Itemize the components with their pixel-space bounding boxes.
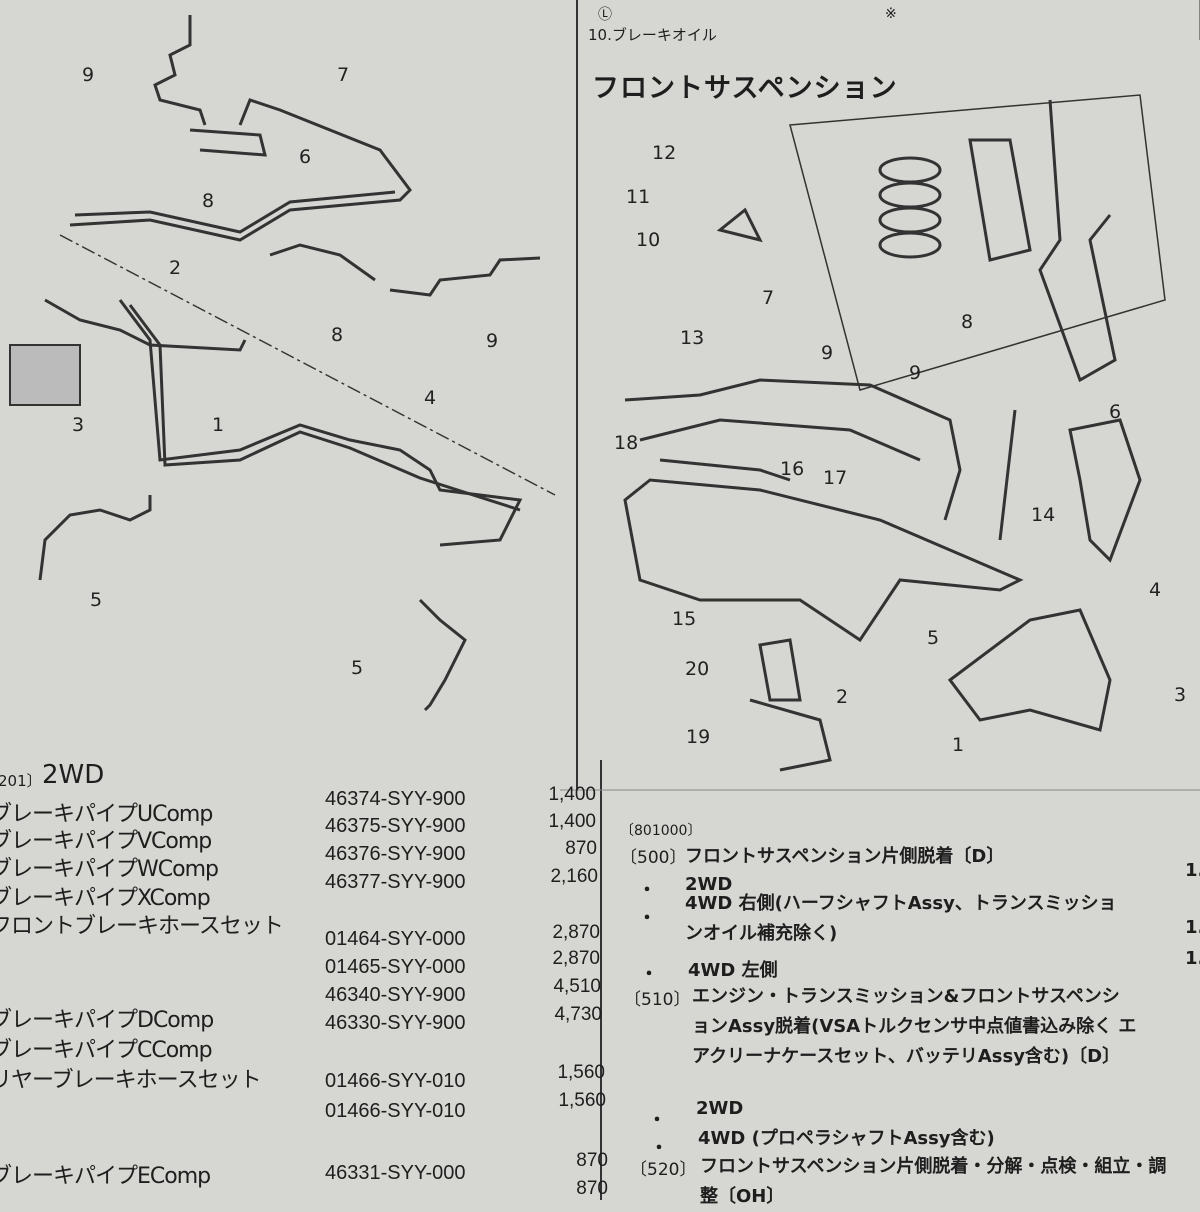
- group-code: 〔801000〕: [620, 823, 702, 839]
- labor-text: フロントサスペンション片側脱着〔D〕: [685, 846, 1005, 867]
- part-name: ブレーキパイプXComp: [0, 886, 211, 911]
- callout: 17: [823, 467, 848, 489]
- labor-code: 〔520〕: [630, 1160, 697, 1180]
- callout: 9: [909, 362, 922, 384]
- part-number: 46377-SYY-900: [325, 871, 466, 893]
- callout: 3: [72, 414, 85, 436]
- labor-text: 2WD: [696, 1098, 744, 1119]
- part-number: 01465-SYY-000: [325, 956, 466, 978]
- callout: 1: [212, 414, 225, 436]
- part-name: ブレーキパイプCComp: [0, 1038, 213, 1063]
- callout: 2: [169, 257, 182, 279]
- part-number: 46330-SYY-900: [325, 1012, 466, 1034]
- callout: 8: [331, 324, 344, 346]
- callout: 5: [927, 627, 940, 649]
- callout: 18: [614, 432, 639, 454]
- mark-note: ※: [885, 6, 897, 22]
- part-price: 870: [576, 1150, 608, 1171]
- section-code: 201〕: [0, 772, 42, 790]
- callout: 6: [1109, 401, 1122, 423]
- labor-text: エンジン・トランスミッション&フロントサスペンションAssy脱着(VSAトルクセ…: [692, 986, 1137, 1067]
- part-number: 46375-SYY-900: [325, 815, 466, 837]
- part-name: ブレーキパイプVComp: [0, 829, 212, 854]
- callout: 4: [1149, 579, 1162, 601]
- callout: 3: [1174, 684, 1187, 706]
- callout: 20: [685, 658, 710, 680]
- part-price: 4,730: [554, 1004, 602, 1025]
- section-title: フロントサスペンション: [592, 73, 898, 104]
- part-name: ブレーキパイプEComp: [0, 1164, 211, 1189]
- callout: 12: [652, 142, 677, 164]
- labor-value: 1.: [1185, 917, 1200, 938]
- part-name: リヤーブレーキホースセット: [0, 1068, 262, 1093]
- callout: 9: [82, 64, 95, 86]
- callout: 16: [780, 458, 805, 480]
- section-title: 2WD: [42, 760, 105, 790]
- part-number: 01466-SYY-010: [325, 1100, 466, 1122]
- labor-code: 〔500〕: [620, 848, 687, 868]
- labor-value: 1.9: [1185, 860, 1200, 881]
- part-name: フロントブレーキホースセット: [0, 914, 284, 939]
- part-price: 2,160: [550, 866, 598, 887]
- part-number: 01464-SYY-000: [325, 928, 466, 950]
- callout: 14: [1031, 504, 1056, 526]
- mark-l: Ⓛ: [598, 7, 612, 23]
- part-price: 1,400: [548, 811, 596, 832]
- part-number: 46340-SYY-900: [325, 984, 466, 1006]
- labor-text: 4WD 右側(ハーフシャフトAssy、トランスミッションオイル補充除く): [685, 893, 1117, 944]
- labor-text: 2WD: [685, 874, 733, 895]
- labor-bullet: ・: [650, 1138, 668, 1159]
- part-price: 1,400: [548, 784, 596, 805]
- labor-bullet: ・: [638, 908, 656, 929]
- callout: 15: [672, 608, 697, 630]
- callout: 2: [836, 686, 849, 708]
- labor-code: 〔510〕: [624, 990, 691, 1010]
- part-price: 2,870: [552, 948, 600, 969]
- callout: 1: [952, 734, 965, 756]
- part-number: 46376-SYY-900: [325, 843, 466, 865]
- part-price: 4,510: [553, 976, 601, 997]
- callout: 7: [762, 287, 775, 309]
- callout: 4: [424, 387, 437, 409]
- callout: 6: [299, 146, 312, 168]
- callout: 5: [351, 657, 364, 679]
- callout: 13: [680, 327, 705, 349]
- top-item: 10.ブレーキオイル: [588, 26, 717, 44]
- part-price: 1,560: [558, 1090, 606, 1111]
- callout: 9: [486, 330, 499, 352]
- callout: 8: [961, 311, 974, 333]
- part-number: 46331-SYY-000: [325, 1162, 466, 1184]
- labor-bullet: ・: [638, 880, 656, 901]
- part-name: ブレーキパイプUComp: [0, 802, 213, 827]
- callout: 9: [821, 342, 834, 364]
- part-name: ブレーキパイプWComp: [0, 857, 219, 882]
- labor-bullet: ・: [640, 964, 658, 985]
- callout: 7: [337, 64, 350, 86]
- part-price: 2,870: [552, 922, 600, 943]
- labor-text: 4WD 左側: [688, 960, 778, 981]
- callout: 5: [90, 589, 103, 611]
- part-price: 870: [565, 838, 597, 859]
- callout: 19: [686, 726, 711, 748]
- labor-text: フロントサスペンション片側脱着・分解・点検・組立・調整〔OH〕: [700, 1156, 1167, 1207]
- part-price: 1,560: [557, 1062, 605, 1083]
- labor-text: 4WD (プロペラシャフトAssy含む): [698, 1128, 995, 1149]
- part-price: 870: [576, 1178, 608, 1199]
- part-name: ブレーキパイプDComp: [0, 1008, 214, 1033]
- callout: 8: [202, 190, 215, 212]
- callout: 10: [636, 229, 661, 251]
- labor-bullet: ・: [648, 1110, 666, 1131]
- part-number: 46374-SYY-900: [325, 788, 466, 810]
- part-number: 01466-SYY-010: [325, 1070, 466, 1092]
- callout: 11: [626, 186, 651, 208]
- labor-value: 1.: [1185, 948, 1200, 969]
